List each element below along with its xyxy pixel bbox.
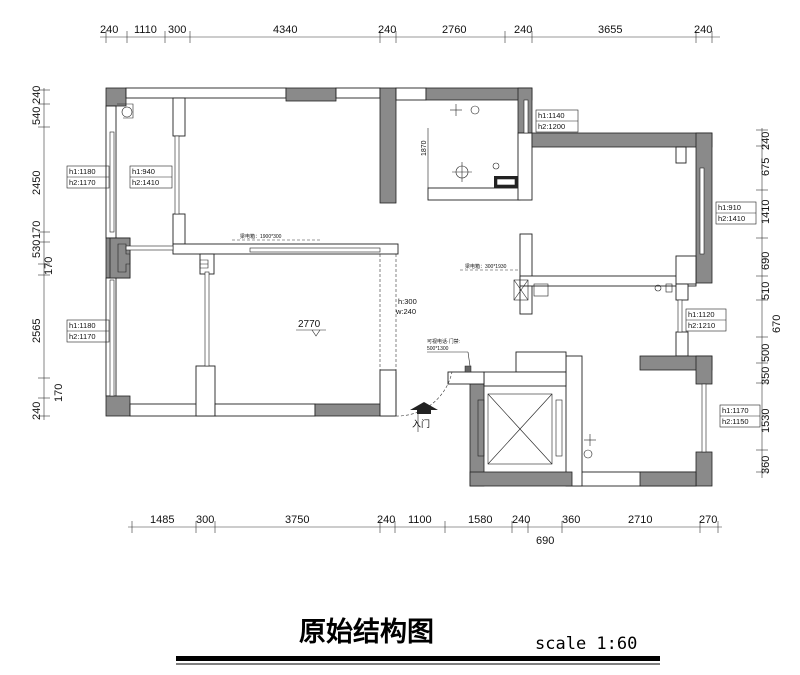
right-dimension-chain: 240 675 1410 690 510 670 500 350 1530 36… <box>756 128 783 478</box>
door-intercom-note: 可视电话·门禁: 500*1300 <box>427 338 472 373</box>
note-door-size: 500*1300 <box>427 346 449 352</box>
fixtures <box>117 103 673 459</box>
right-dim-4: 510 <box>760 282 772 300</box>
entrance-arrow-icon <box>410 402 438 414</box>
drain-icon <box>583 449 593 459</box>
bottom-dim-7: 360 <box>562 514 580 526</box>
entrance-door: 入门 <box>395 371 453 432</box>
top-dim-5: 2760 <box>442 24 466 36</box>
room-1-dimension-note: 1870 <box>421 128 429 188</box>
bottom-dim-8: 2710 <box>628 514 652 526</box>
windows <box>109 99 707 453</box>
bottom-dimension-chain: 1485 300 3750 240 1100 1580 240 360 2710… <box>128 514 722 547</box>
left-dim-0: 240 <box>31 86 43 104</box>
window-label-3: h1:1180 h2:1170 <box>66 319 110 343</box>
beam-h-label: h:300 <box>398 297 417 306</box>
window-6-h1: h1:1120 <box>688 310 715 319</box>
right-dim-5: 670 <box>771 315 783 333</box>
bottom-dim-9: 270 <box>699 514 717 526</box>
left-dim-4: 530 <box>31 240 43 258</box>
bottom-dim-4: 1100 <box>408 514 432 526</box>
top-dim-2: 300 <box>168 24 186 36</box>
right-dim-0: 240 <box>760 132 772 150</box>
ceiling-height-marker: 2770 <box>296 319 326 337</box>
left-dim-8: 240 <box>31 402 43 420</box>
elevator-shaft <box>477 393 563 465</box>
pipe-icon <box>117 103 134 119</box>
left-dim-2: 2450 <box>31 171 43 195</box>
drain-icon <box>121 106 133 118</box>
drain-icon <box>470 105 480 115</box>
left-dim-3: 170 <box>31 221 43 239</box>
top-dim-7: 3655 <box>598 24 622 36</box>
bottom-dim-2: 3750 <box>285 514 309 526</box>
bottom-dim-5: 1580 <box>468 514 492 526</box>
top-dim-6: 240 <box>514 24 532 36</box>
window-label-6: h1:1120 h2:1210 <box>685 308 727 332</box>
beam-annotation-1: 梁电箱：1900*300 <box>232 233 320 241</box>
window-1-h1: h1:1180 <box>69 167 96 176</box>
window-4-h2: h2:1200 <box>538 122 565 131</box>
beam-line-dashed: h:300 w:240 <box>379 254 417 370</box>
bottom-dim-1: 300 <box>196 514 214 526</box>
top-dim-4: 240 <box>378 24 396 36</box>
right-dim-7: 350 <box>760 367 772 385</box>
right-dim-8: 1530 <box>760 409 772 433</box>
right-dim-2: 1410 <box>760 200 772 224</box>
beam-annotation-2: 梁电箱：300*1930 <box>460 263 549 301</box>
right-dim-6: 500 <box>760 344 772 362</box>
beam-2-label: 梁电箱：300*1930 <box>465 263 507 270</box>
walls <box>105 87 713 487</box>
top-dim-8: 240 <box>694 24 712 36</box>
room-dim-1870: 1870 <box>421 140 428 156</box>
top-dim-1: 1110 <box>134 24 157 36</box>
window-7-h2: h2:1150 <box>722 417 749 426</box>
window-3-h2: h2:1170 <box>69 332 96 341</box>
left-dim-6: 2565 <box>31 319 43 343</box>
window-5-h1: h1:910 <box>718 203 741 212</box>
bottom-dim-3: 240 <box>377 514 395 526</box>
window-label-4: h1:1140 h2:1200 <box>535 109 579 133</box>
drain-icon <box>492 162 500 170</box>
bottom-dim-below: 690 <box>536 535 554 547</box>
top-dimension-chain: 240 1110 300 4340 240 2760 240 3655 240 <box>100 24 720 43</box>
window-label-2: h1:940 h2:1410 <box>129 165 173 189</box>
window-label-7: h1:1170 h2:1150 <box>719 404 761 428</box>
title-block: 原始结构图 scale 1:60 <box>176 616 660 665</box>
flue-icon <box>117 243 131 273</box>
drain-icon <box>654 284 662 292</box>
window-1-h2: h2:1170 <box>69 178 96 187</box>
drawing-scale: scale 1:60 <box>535 634 637 654</box>
entrance-label: 入门 <box>412 418 430 429</box>
left-dimension-chain: 240 540 2450 170 530 170 2565 170 240 <box>31 86 65 420</box>
beam-1-label: 梁电箱：1900*300 <box>240 233 282 240</box>
window-6-h2: h2:1210 <box>688 321 715 330</box>
window-4-h1: h1:1140 <box>538 111 565 120</box>
bottom-dim-6: 240 <box>512 514 530 526</box>
ceiling-height-label: 2770 <box>298 319 321 330</box>
right-dim-9: 360 <box>760 456 772 474</box>
window-2-h1: h1:940 <box>132 167 155 176</box>
top-dim-0: 240 <box>100 24 118 36</box>
window-label-5: h1:910 h2:1410 <box>715 201 757 225</box>
right-dim-3: 690 <box>760 252 772 270</box>
left-dim-7: 170 <box>53 384 65 402</box>
window-2-h2: h2:1410 <box>132 178 159 187</box>
beam-w-label: w:240 <box>395 307 416 316</box>
left-dim-1: 540 <box>31 107 43 125</box>
note-door-label: 可视电话·门禁: <box>427 338 460 345</box>
window-label-1: h1:1180 h2:1170 <box>66 165 110 189</box>
left-dim-5: 170 <box>43 257 55 275</box>
window-3-h1: h1:1180 <box>69 321 96 330</box>
bottom-dim-0: 1485 <box>150 514 174 526</box>
window-7-h1: h1:1170 <box>722 406 749 415</box>
window-5-h2: h2:1410 <box>718 214 745 223</box>
drawing-title: 原始结构图 <box>299 616 434 648</box>
right-dim-1: 675 <box>760 158 772 176</box>
top-dim-3: 4340 <box>273 24 297 36</box>
